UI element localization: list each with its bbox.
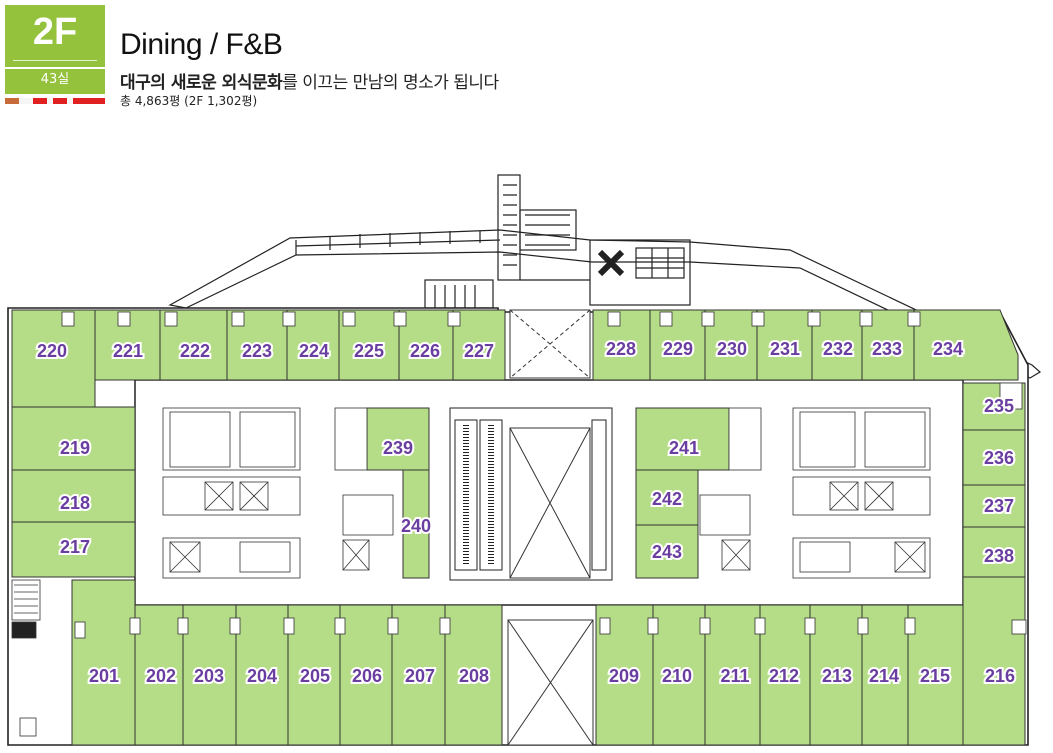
unit-220-shape bbox=[11, 309, 96, 408]
unit-228-shape bbox=[592, 309, 651, 381]
unit-label-206: 206 bbox=[352, 666, 382, 686]
elevator-markers bbox=[169, 481, 926, 573]
unit-label-233: 233 bbox=[872, 339, 902, 359]
floor-number: 2F bbox=[32, 11, 78, 53]
unit-label-205: 205 bbox=[300, 666, 330, 686]
unit-label-213: 213 bbox=[822, 666, 852, 686]
unit-label-208: 208 bbox=[459, 666, 489, 686]
unit-label-211: 211 bbox=[720, 666, 749, 686]
unit-217-shape bbox=[11, 521, 136, 578]
unit-203-shape bbox=[182, 604, 237, 746]
unit-label-240: 240 bbox=[401, 516, 431, 536]
unit-239-shape bbox=[366, 407, 430, 471]
unit-label-212: 212 bbox=[769, 666, 799, 686]
door-markers bbox=[61, 311, 1027, 639]
unit-204-shape bbox=[235, 604, 289, 746]
unit-216-shape bbox=[962, 576, 1026, 746]
area-summary: 총 4,863평 (2F 1,302평) bbox=[120, 94, 258, 108]
unit-label-237: 237 bbox=[984, 496, 1014, 516]
unit-240-shape bbox=[402, 469, 430, 579]
unit-label-226: 226 bbox=[410, 341, 440, 361]
unit-label-215: 215 bbox=[920, 666, 950, 686]
unit-215-shape bbox=[907, 604, 964, 746]
unit-243-shape bbox=[635, 524, 699, 579]
unit-label-220: 220 bbox=[37, 341, 67, 361]
unit-label-223: 223 bbox=[242, 341, 272, 361]
unit-201-shape bbox=[71, 579, 136, 746]
subtitle-rest: 를 이끄는 만남의 명소가 됩니다 bbox=[282, 73, 499, 93]
floor-badge: 2F 43실 bbox=[5, 5, 105, 104]
service-cores bbox=[162, 407, 931, 579]
unit-label-202: 202 bbox=[146, 666, 176, 686]
unit-label-203: 203 bbox=[194, 666, 224, 686]
retail-units bbox=[11, 309, 1026, 746]
unit-label-227: 227 bbox=[464, 341, 494, 361]
atrium-voids bbox=[507, 309, 594, 746]
unit-label-204: 204 bbox=[247, 666, 277, 686]
unit-label-219: 219 bbox=[60, 438, 90, 458]
unit-label-217: 217 bbox=[60, 537, 90, 557]
unit-205-shape bbox=[287, 604, 341, 746]
unit-label-235: 235 bbox=[984, 396, 1014, 416]
unit-count: 43실 bbox=[5, 69, 105, 94]
unit-231-shape bbox=[756, 309, 813, 381]
escalators bbox=[449, 407, 613, 581]
unit-label-210: 210 bbox=[662, 666, 692, 686]
unit-label-232: 232 bbox=[823, 339, 853, 359]
unit-label-239: 239 bbox=[383, 438, 413, 458]
unit-label-230: 230 bbox=[717, 339, 747, 359]
unit-label-225: 225 bbox=[354, 341, 384, 361]
unit-label-231: 231 bbox=[770, 339, 800, 359]
subtitle-bold: 대구의 새로운 외식문화 bbox=[120, 73, 283, 93]
unit-206-shape bbox=[339, 604, 393, 746]
unit-label-209: 209 bbox=[609, 666, 639, 686]
side-stairs bbox=[11, 579, 41, 737]
unit-label-222: 222 bbox=[180, 341, 210, 361]
unit-label-214: 214 bbox=[869, 666, 899, 686]
unit-226-shape bbox=[398, 309, 454, 381]
unit-224-shape bbox=[286, 309, 340, 381]
page-title: Dining / F&B bbox=[120, 28, 283, 61]
unit-237-shape bbox=[962, 484, 1026, 528]
unit-label-234: 234 bbox=[933, 339, 963, 359]
unit-label-243: 243 bbox=[652, 542, 682, 562]
unit-234-shape bbox=[913, 309, 1019, 381]
unit-label-228: 228 bbox=[606, 339, 636, 359]
unit-202-shape bbox=[134, 604, 184, 746]
unit-label-218: 218 bbox=[60, 493, 90, 513]
unit-238-shape bbox=[962, 526, 1026, 578]
unit-227-shape bbox=[452, 309, 506, 381]
unit-label-201: 201 bbox=[89, 666, 119, 686]
unit-label-242: 242 bbox=[652, 489, 682, 509]
page-subtitle: 대구의 새로운 외식문화를 이끄는 만남의 명소가 됩니다 bbox=[120, 68, 499, 93]
unit-221-shape bbox=[94, 309, 161, 381]
unit-label-221: 221 bbox=[113, 341, 143, 361]
unit-229-shape bbox=[649, 309, 706, 381]
unit-label-216: 216 bbox=[985, 666, 1015, 686]
unit-208-shape bbox=[444, 604, 503, 746]
unit-label-236: 236 bbox=[984, 448, 1014, 468]
unit-241-shape bbox=[635, 407, 730, 471]
unit-242-shape bbox=[635, 469, 699, 526]
unit-label-229: 229 bbox=[663, 339, 693, 359]
fan-icon bbox=[597, 249, 625, 277]
unit-labels: 201 202 203 204 205 206 207 208 209 210 … bbox=[35, 337, 1017, 688]
color-stripe bbox=[5, 98, 105, 104]
unit-label-207: 207 bbox=[405, 666, 435, 686]
unit-label-224: 224 bbox=[299, 341, 329, 361]
unit-label-238: 238 bbox=[984, 546, 1014, 566]
unit-label-241: 241 bbox=[669, 438, 699, 458]
